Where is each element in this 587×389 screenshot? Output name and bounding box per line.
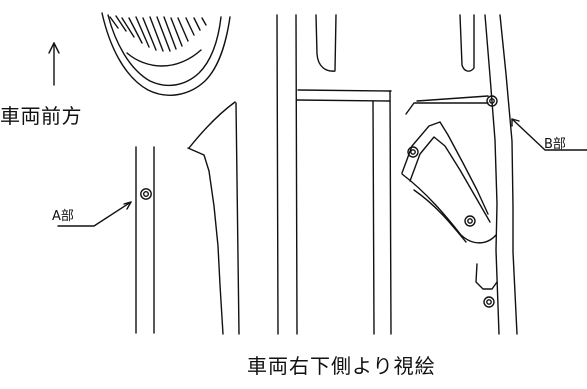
mounting-bolts [140, 95, 498, 308]
part-a-label: A部 [52, 209, 74, 224]
tire-illustration [101, 12, 231, 96]
part-b-label: B部 [544, 137, 566, 152]
member-b [401, 14, 518, 335]
front-direction-arrow [48, 42, 60, 86]
leader-lines [57, 118, 587, 227]
vehicle-front-label: 車両前方 [0, 104, 82, 128]
rail-a [135, 146, 155, 334]
center-sill [187, 14, 392, 335]
view-caption: 車両右下側より視絵 [247, 354, 436, 378]
